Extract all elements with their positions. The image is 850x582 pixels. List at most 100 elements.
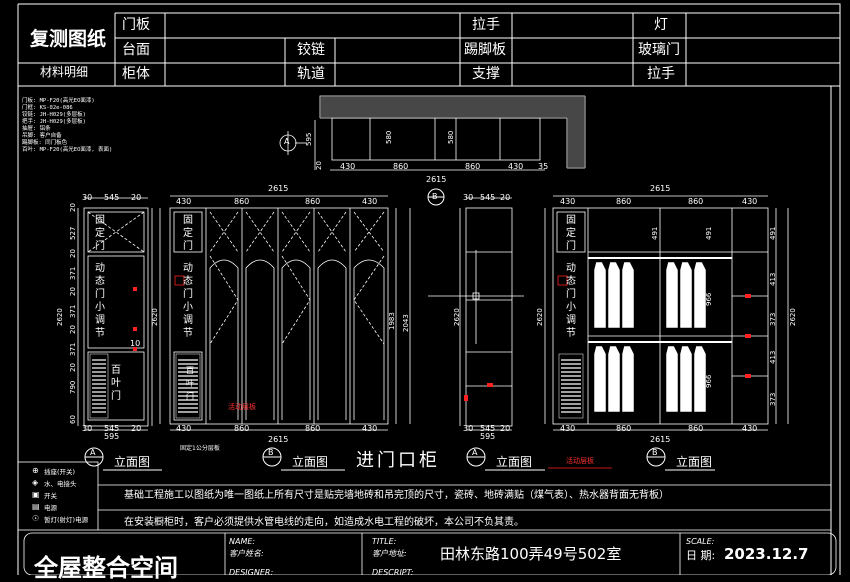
elev-mark-b2: B [652,448,658,457]
d-bottom-total: 2615 [650,435,671,444]
legend-water-icon: ◈ [32,478,39,487]
legend-switch-icon: ▣ [32,490,40,499]
b-col-4: 430 [362,197,378,206]
a-total-width: 595 [104,432,120,441]
material-note-4: 把手: JH-H029(多层板) [22,119,86,125]
material-note-1: 门板: MP-F20(高光EO面漆) [22,98,95,104]
elev-label-a1: 立面图 [114,455,151,469]
b-height-total: 2620 [151,308,159,326]
legend-switch: 开关 [44,492,57,500]
date-label: 日 期: [686,549,716,562]
construction-note-1: 基础工程施工以图纸为唯一图纸上所有尺寸是贴完墙地砖和吊完顶的尺寸，瓷砖、地砖满贴… [124,490,669,501]
b-bottom-col-4: 430 [362,424,378,433]
d-right-6: 373 [769,312,777,326]
d-hang-1: 966 [705,292,713,306]
header-cell-countertop: 台面 [122,42,150,58]
material-note-8: 百叶: MP-F20(高光EO面漆, 表面) [22,147,113,153]
b-height-2043: 2043 [402,314,410,332]
c-bottom-1: 30 [463,424,474,433]
a-bottom-dim-1: 30 [82,424,93,433]
a-bottom-dim-2: 545 [104,424,120,433]
b-height-2620-c: 2620 [453,308,461,326]
drawing-title: 复测图纸 [30,28,107,50]
d-inner-1: 491 [651,226,659,240]
header-cell-kickboard: 踢脚板 [464,42,506,58]
louver-label-b: 百叶门 [186,366,194,401]
a-top-dim-1: 30 [82,193,93,202]
header-cell-rail: 轨道 [297,66,325,82]
active-shelf-note-2: 活动层板 [566,457,594,465]
name-label: NAME: [229,537,256,546]
d-hang-2: 966 [705,374,713,388]
plan-dim-3: 860 [465,162,481,171]
client-address: 田林东路100弄49号502室 [440,545,622,563]
c-bottom-3: 20 [500,424,511,433]
c-bottom-2: 545 [480,424,496,433]
c-total: 595 [480,432,496,441]
scale-label: SCALE: [686,537,715,546]
plan-height-2: 580 [385,130,393,144]
c-top-2: 545 [480,193,496,202]
legend-outlet: 插座(开关) [44,468,76,476]
plan-height-4: 20 [315,161,323,170]
left-height-8: 371 [69,342,77,356]
d-bottom-col-2: 860 [616,424,632,433]
client-label: 客户姓名: [229,549,264,558]
fixed-door-label-d: 固定门 [566,215,576,252]
material-note-5: 抽屉: 铝条 [22,126,51,132]
d-total-height: 2620 [789,308,797,326]
header-cell-light: 灯 [654,17,668,33]
d-col-3: 860 [688,197,704,206]
header-cell-support: 支撑 [472,66,500,82]
b-col-1: 430 [176,197,192,206]
elev-label-b1: 立面图 [292,455,329,469]
main-cabinet-title: 进门口柜 [356,450,440,471]
d-total-width: 2615 [650,184,671,193]
legend-spotlight-icon: ☉ [32,514,40,523]
c-top-1: 30 [463,193,474,202]
b-bottom-col-1: 430 [176,424,192,433]
fixed-door-label-a: 固定门 [95,215,105,252]
elev-mark-a2: A [472,448,478,457]
plan-height-1: 595 [305,132,313,146]
section-mark-a-top: A [284,137,290,146]
left-height-3: 20 [69,249,77,258]
d-col-4: 430 [742,197,758,206]
left-height-7: 20 [69,325,77,334]
material-note-6: 吊脚: 客户自备 [22,133,62,139]
b-bottom-col-2: 860 [234,424,250,433]
b-col-2: 860 [234,197,250,206]
d-right-9: 373 [769,392,777,406]
elev-label-a2: 立面图 [496,455,533,469]
a-top-dim-2: 545 [104,193,120,202]
elev-label-b2: 立面图 [676,455,713,469]
b-col-3: 860 [305,197,321,206]
legend-spotlight: 暂灯(射灯)电源 [44,516,89,524]
materials-heading: 材料明细 [40,65,89,79]
d-right-1: 491 [769,226,777,240]
marker-10: 10 [130,339,141,348]
a-total-height: 2620 [56,308,64,326]
plan-dim-5: 35 [538,162,549,171]
plan-dim-1: 430 [340,162,356,171]
header-cell-cabinet: 柜体 [122,66,150,82]
d-col-2: 860 [616,197,632,206]
address-label: 客户地址: [372,549,407,558]
header-cell-hinge: 铰链 [297,42,325,58]
left-height-6: 371 [69,304,77,318]
header-cell-handle: 拉手 [472,17,500,33]
left-height-1: 20 [69,203,77,212]
left-height-10: 790 [69,380,77,394]
material-note-2: 门框: KS-02e-086 [22,105,73,111]
elev-mark-a1: A [90,448,96,457]
plan-dim-2: 860 [393,162,409,171]
b-total-width: 2615 [268,184,289,193]
description-label: DESCRIPT: [372,568,414,577]
b-height-1983: 1983 [388,312,396,330]
section-mark-b: B [432,192,438,201]
fixed-door-label-b: 固定门 [183,215,193,252]
b-bottom-total: 2615 [268,435,289,444]
designer-label: DESIGNER: [229,568,274,577]
legend-power-icon: ▤ [32,502,40,511]
elev-mark-b1: B [268,448,274,457]
